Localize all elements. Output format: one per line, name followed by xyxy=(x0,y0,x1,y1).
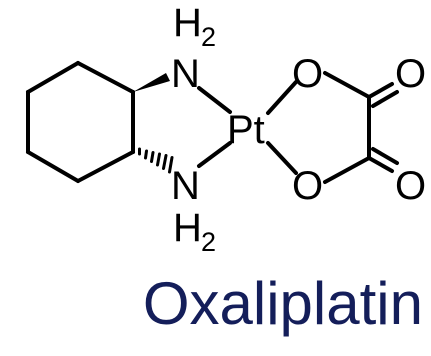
cyclohexane-ring xyxy=(26,61,135,183)
pt-o-bond xyxy=(266,80,298,115)
hash-line xyxy=(156,152,161,167)
ring-bond xyxy=(26,61,80,94)
atom-h-subscript: 2 xyxy=(201,22,216,52)
o-c-bond xyxy=(323,156,371,184)
atom-o-carbonyl-bottom: O xyxy=(395,164,426,208)
atom-o-top: O xyxy=(292,52,323,96)
hashed-wedge-bond xyxy=(138,147,174,174)
atom-n: N xyxy=(171,52,200,96)
ring-bond xyxy=(26,150,80,183)
pt-o-bond xyxy=(266,141,298,175)
atom-pt: Pt xyxy=(227,108,265,152)
hash-line xyxy=(150,151,155,163)
atom-o-bottom: O xyxy=(292,164,323,208)
atom-h: H xyxy=(173,206,202,250)
atom-o-carbonyl-top: O xyxy=(395,52,426,96)
carbonyl-double-bond xyxy=(371,147,399,165)
o-c-bond xyxy=(323,71,371,99)
amine-top-label: H 2 N xyxy=(171,1,216,96)
wedge-bond xyxy=(133,73,170,92)
carbonyl-double-bond xyxy=(367,82,394,99)
ring-bond xyxy=(76,61,135,94)
hash-line xyxy=(168,156,174,174)
ring-bond xyxy=(76,150,135,183)
n-pt-bond xyxy=(197,86,232,114)
atom-h-subscript: 2 xyxy=(201,227,216,257)
hash-line xyxy=(162,154,168,170)
carbonyl-double-bond xyxy=(367,156,394,173)
n-pt-bond xyxy=(197,141,232,168)
atom-h: H xyxy=(173,1,202,45)
hash-line xyxy=(144,149,148,160)
carbonyl-double-bond xyxy=(371,90,399,108)
amine-bottom-label: N H 2 xyxy=(171,164,216,257)
atom-n: N xyxy=(171,164,200,208)
compound-name: Oxaliplatin xyxy=(142,270,423,337)
